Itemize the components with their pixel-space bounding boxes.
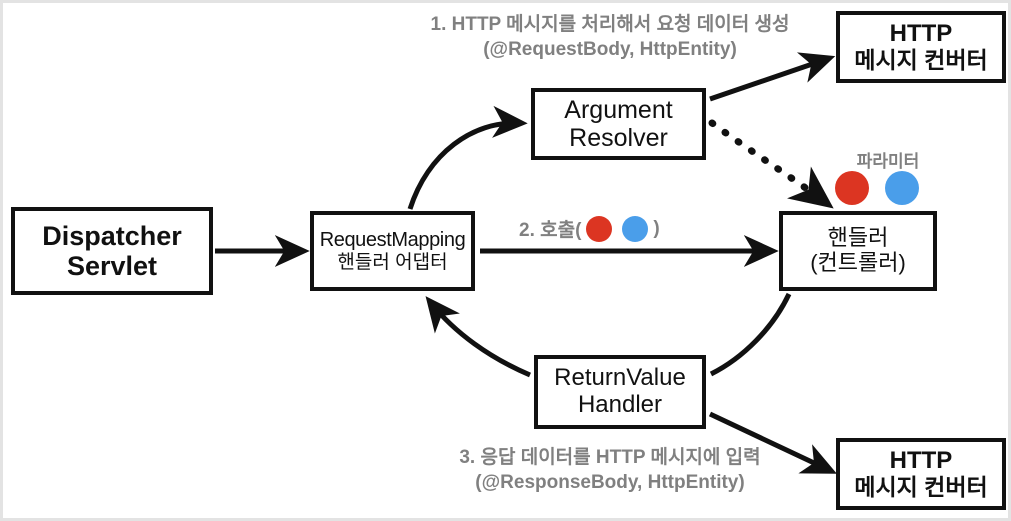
edge-request-mapping-to-argument-resolver [407,105,528,210]
node-return-value-handler: ReturnValue Handler [534,355,706,429]
node-dispatcher-servlet-line1: Dispatcher [42,220,182,251]
caption-step-3-line2: (@ResponseBody, HttpEntity) [475,471,745,493]
caption-step-2: 2. 호출( ) [519,215,660,242]
parameter-dot-red-inline [586,215,613,242]
node-dispatcher-servlet: Dispatcher Servlet [11,207,213,295]
caption-step-3: 3. 응답 데이터를 HTTP 메시지에 입력 (@ResponseBody, … [395,446,825,495]
node-http-message-converter-bottom-line1: HTTP [889,446,953,474]
node-http-message-converter-top-line2: 메시지 컨버터 [854,46,988,73]
node-argument-resolver-line2: Resolver [569,124,668,152]
node-return-value-handler-line2: Handler [577,391,663,418]
caption-step-1-line2: (@RequestBody, HttpEntity) [483,38,737,60]
node-http-message-converter-top-line1: HTTP [889,19,953,47]
node-request-mapping-handler-adapter-line2: 핸들러 어댑터 [337,251,448,273]
node-handler-controller: 핸들러 (컨트롤러) [779,211,937,291]
caption-step-3-line1: 3. 응답 데이터를 HTTP 메시지에 입력 [459,447,761,468]
node-http-message-converter-top: HTTP 메시지 컨버터 [836,11,1006,83]
caption-step-2-prefix: 2. 호출( [519,220,582,241]
node-request-mapping-handler-adapter-line1: RequestMapping [319,229,466,252]
node-http-message-converter-bottom-line2: 메시지 컨버터 [854,473,988,500]
caption-step-1: 1. HTTP 메시지를 처리해서 요청 데이터 생성 (@RequestBod… [395,13,825,62]
parameter-dot-blue-inline [622,215,649,242]
node-handler-controller-line1: 핸들러 [827,225,889,251]
caption-step-1-line1: 1. HTTP 메시지를 처리해서 요청 데이터 생성 [430,14,790,35]
parameter-dots-group [835,171,919,205]
node-argument-resolver-line1: Argument [564,96,673,124]
node-request-mapping-handler-adapter: RequestMapping 핸들러 어댑터 [310,211,475,291]
edge-argument-resolver-to-http-converter-top [709,52,836,102]
node-http-message-converter-bottom: HTTP 메시지 컨버터 [836,438,1006,510]
edge-return-value-handler-to-request-mapping [425,296,531,378]
node-dispatcher-servlet-line2: Servlet [66,251,158,281]
node-handler-controller-line2: (컨트롤러) [810,250,906,275]
caption-step-2-suffix: ) [653,217,660,239]
node-argument-resolver: Argument Resolver [531,88,706,160]
parameter-dot-blue [885,171,919,205]
edge-argument-resolver-to-handler [708,119,834,209]
node-return-value-handler-line1: ReturnValue [554,364,686,392]
parameter-dot-red [835,171,869,205]
edge-handler-to-return-value-handler [709,292,792,377]
caption-parameter: 파라미터 [856,152,920,171]
